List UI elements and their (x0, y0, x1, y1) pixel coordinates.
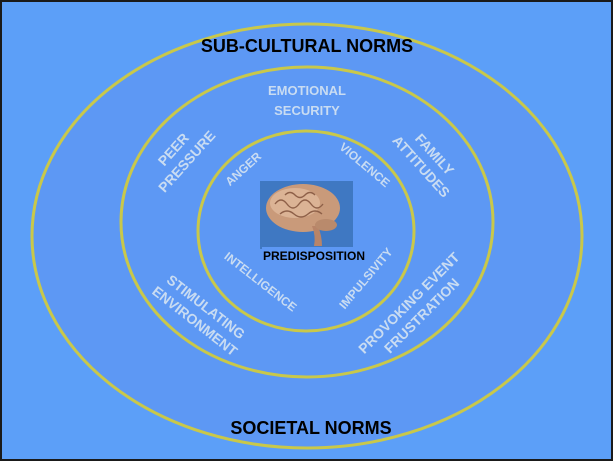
brain-stem (312, 226, 322, 246)
predisposition-label-background (262, 247, 367, 263)
emotional-security-line-2: SECURITY (274, 103, 340, 118)
emotional-security-line-1: EMOTIONAL (268, 83, 346, 98)
sub-cultural-norms-label: SUB-CULTURAL NORMS (201, 36, 413, 56)
predisposition-label: PREDISPOSITION (263, 249, 365, 263)
brain-image (260, 181, 353, 249)
brain-lobe-highlight (270, 188, 320, 218)
brain-cerebellum (315, 219, 337, 231)
emotional-security-label: EMOTIONAL SECURITY (268, 83, 346, 118)
brain-folds (274, 191, 324, 218)
societal-norms-label: SOCIETAL NORMS (230, 418, 391, 438)
